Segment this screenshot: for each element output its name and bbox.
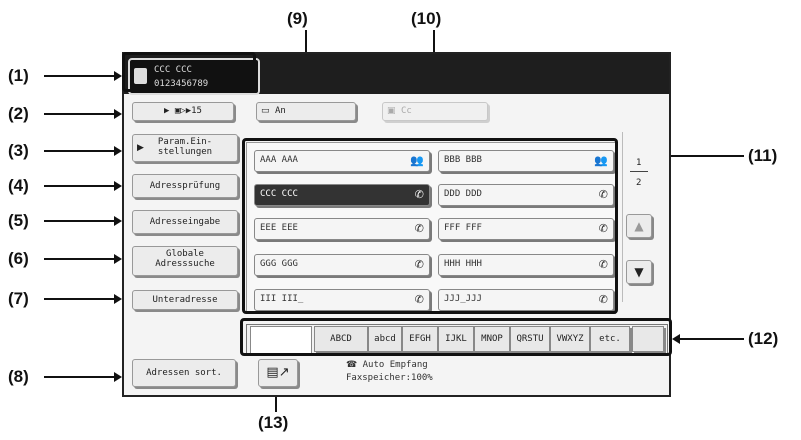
address-entry-button[interactable]: Adresseingabe xyxy=(132,210,238,234)
fax-status: ☎ Auto Empfang Faxspeicher:100% xyxy=(346,359,433,385)
tab-blank[interactable] xyxy=(632,326,664,352)
callout-8: (8) xyxy=(8,367,29,386)
receive-icon: ☎ xyxy=(346,360,358,370)
fax-icon: ✆ xyxy=(414,222,424,235)
address-entry[interactable]: JJJ_JJJ✆ xyxy=(438,289,614,311)
fax-icon: ✆ xyxy=(414,258,424,271)
fax-icon: ✆ xyxy=(598,258,608,271)
settings-button[interactable]: ▶ Param.Ein- stellungen xyxy=(132,134,238,162)
sender-info-display[interactable]: CCC CCC 0123456789 xyxy=(128,58,260,95)
callout-7: (7) xyxy=(8,289,29,308)
callout-10: (10) xyxy=(411,9,442,28)
address-entry[interactable]: AAA AAA👥 xyxy=(254,150,430,172)
tab-all[interactable] xyxy=(250,326,312,353)
address-entry[interactable]: HHH HHH✆ xyxy=(438,254,614,276)
page-current: 1 xyxy=(636,158,642,168)
address-book-screen: CCC CCC 0123456789 ▶ ▣▷▶15 ▭ An ▣ Cc ▶ P… xyxy=(122,52,671,397)
chevron-right-icon: ▶ xyxy=(137,143,144,153)
cc-label: Cc xyxy=(400,106,412,116)
callout-4: (4) xyxy=(8,176,29,195)
address-book-search-button[interactable]: ▤↗ xyxy=(258,359,298,387)
sort-address-button[interactable]: Adressen sort. xyxy=(132,359,236,387)
scroll-up-button[interactable]: ▲ xyxy=(626,214,652,238)
fax-icon: ✆ xyxy=(414,293,424,306)
direct-tx-button[interactable]: ▶ ▣▷▶15 xyxy=(132,102,234,121)
sender-name: CCC CCC xyxy=(154,65,192,75)
address-review-button[interactable]: Adressprüfung xyxy=(132,174,238,198)
highlight-sender xyxy=(122,52,256,92)
address-entry[interactable]: BBB BBB👥 xyxy=(438,150,614,172)
tab-ijkl[interactable]: IJKL xyxy=(438,326,474,352)
fax-icon: ✆ xyxy=(598,222,608,235)
tab-abcd[interactable]: ABCD xyxy=(314,326,368,352)
sub-address-button[interactable]: Unteradresse xyxy=(132,290,238,310)
tab-vwxyz[interactable]: VWXYZ xyxy=(550,326,590,352)
address-entry[interactable]: III III_✆ xyxy=(254,289,430,311)
tab-efgh[interactable]: EFGH xyxy=(402,326,438,352)
global-search-button[interactable]: Globale Adresssuche xyxy=(132,246,238,276)
search-number-icon: ▤↗ xyxy=(266,365,290,380)
to-label: An xyxy=(274,106,286,116)
cc-icon: ▣ xyxy=(387,106,396,116)
sender-number: 0123456789 xyxy=(154,79,209,89)
page-total: 2 xyxy=(636,178,642,188)
callout-5: (5) xyxy=(8,211,29,230)
callout-6: (6) xyxy=(8,249,29,268)
address-entry[interactable]: FFF FFF✆ xyxy=(438,218,614,240)
callout-12: (12) xyxy=(748,329,779,348)
highlight-address-list xyxy=(242,138,618,314)
callout-11: (11) xyxy=(748,146,778,165)
scroll-down-button[interactable]: ▼ xyxy=(626,260,652,284)
address-entry-selected[interactable]: CCC CCC✆ xyxy=(254,184,430,206)
address-entry[interactable]: GGG GGG✆ xyxy=(254,254,430,276)
auto-receive-text: Auto Empfang xyxy=(362,360,428,370)
cc-button[interactable]: ▣ Cc xyxy=(382,102,488,121)
tab-qrstu[interactable]: QRSTU xyxy=(510,326,550,352)
callout-2: (2) xyxy=(8,104,29,123)
fax-icon: ✆ xyxy=(414,188,424,201)
address-book-icon xyxy=(134,68,147,84)
callout-9: (9) xyxy=(287,9,308,28)
tab-abcd-lower[interactable]: abcd xyxy=(368,326,402,352)
address-entry[interactable]: DDD DDD✆ xyxy=(438,184,614,206)
tab-mnop[interactable]: MNOP xyxy=(474,326,510,352)
highlight-index-tabs xyxy=(240,318,672,356)
page-indicator-frame xyxy=(622,132,667,302)
group-icon: 👥 xyxy=(594,154,608,167)
arrow-down-icon: ▼ xyxy=(634,265,644,279)
callout-13: (13) xyxy=(258,413,289,432)
to-icon: ▭ xyxy=(261,106,270,116)
fax-icon: ✆ xyxy=(598,188,608,201)
tab-etc[interactable]: etc. xyxy=(590,326,630,352)
fax-icon: ✆ xyxy=(598,293,608,306)
arrow-up-icon: ▲ xyxy=(634,219,644,233)
group-icon: 👥 xyxy=(410,154,424,167)
fax-memory-text: Faxspeicher:100% xyxy=(346,373,433,383)
to-button[interactable]: ▭ An xyxy=(256,102,356,121)
callout-3: (3) xyxy=(8,141,29,160)
page-divider xyxy=(630,171,648,172)
address-entry[interactable]: EEE EEE✆ xyxy=(254,218,430,240)
callout-1: (1) xyxy=(8,66,29,85)
